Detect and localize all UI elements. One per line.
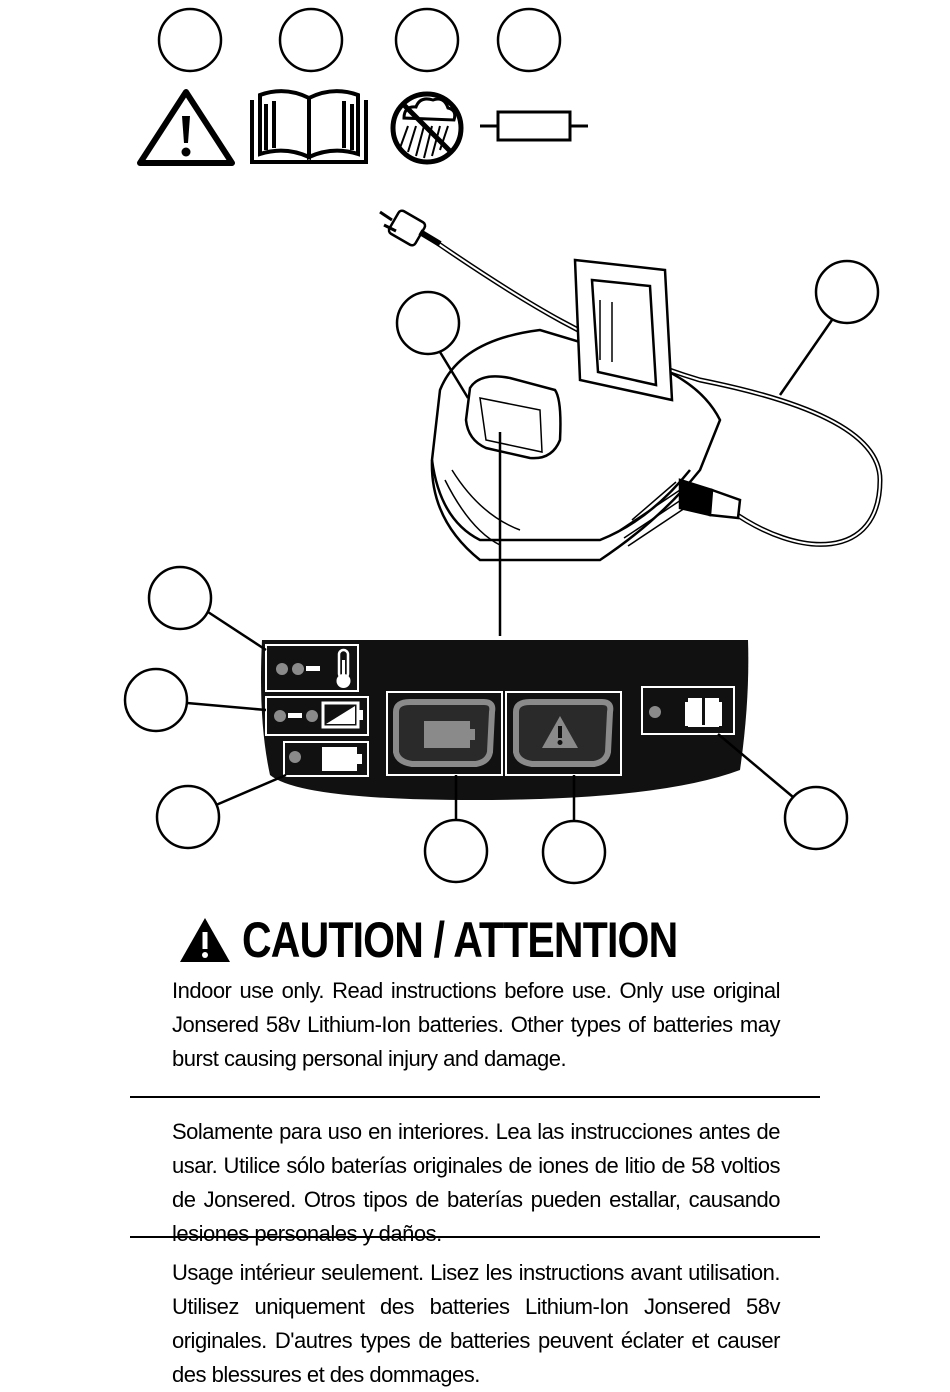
manual-indicator: [641, 686, 735, 735]
french-warning-text: Usage intérieur seulement. Lisez les ins…: [172, 1260, 781, 1387]
divider: [130, 1236, 820, 1238]
warning-triangle-icon: [137, 89, 235, 166]
battery-icon: [322, 747, 362, 771]
temperature-icon: [336, 648, 351, 688]
power-cord: [379, 209, 883, 547]
warning-triangle-icon: [542, 716, 578, 748]
callout-circle: [157, 7, 223, 73]
spanish-warning-text: Solamente para uso en interiores. Lea la…: [172, 1119, 781, 1246]
battery-fault-indicator: [265, 696, 369, 736]
callout-circle: [395, 290, 461, 356]
charger-body: [430, 258, 742, 562]
no-rain-icon: [390, 91, 464, 165]
callout-circle: [155, 784, 221, 850]
battery-indicator: [283, 741, 369, 777]
caution-heading: CAUTION / ATTENTION: [0, 905, 950, 975]
callout-circle: [423, 818, 489, 884]
callout-circle: [278, 7, 344, 73]
charger-diagram: [123, 7, 883, 885]
callout-circle: [123, 667, 189, 733]
english-warning-text: Indoor use only. Read instructions befor…: [172, 978, 781, 1071]
battery-status-window: [386, 691, 503, 776]
callout-circle: [496, 7, 562, 73]
symbol-callouts: [157, 7, 562, 73]
callout-circle: [147, 565, 213, 631]
fuse-icon: [480, 110, 588, 142]
warning-status-window: [505, 691, 622, 776]
panel-callouts: [123, 565, 849, 885]
charger-callouts: [395, 259, 880, 636]
callout-circle: [814, 259, 880, 325]
callout-circle: [541, 819, 607, 885]
warning-triangle-icon: [179, 918, 230, 962]
caution-title: CAUTION / ATTENTION: [241, 912, 678, 968]
divider: [130, 1096, 820, 1098]
manual-book-icon: [685, 698, 722, 727]
callout-circle: [783, 785, 849, 851]
control-panel: [261, 640, 749, 800]
battery-fault-icon: [321, 701, 363, 729]
temperature-indicator: [265, 644, 359, 692]
callout-circle: [394, 7, 460, 73]
manual-book-icon: [250, 89, 368, 164]
